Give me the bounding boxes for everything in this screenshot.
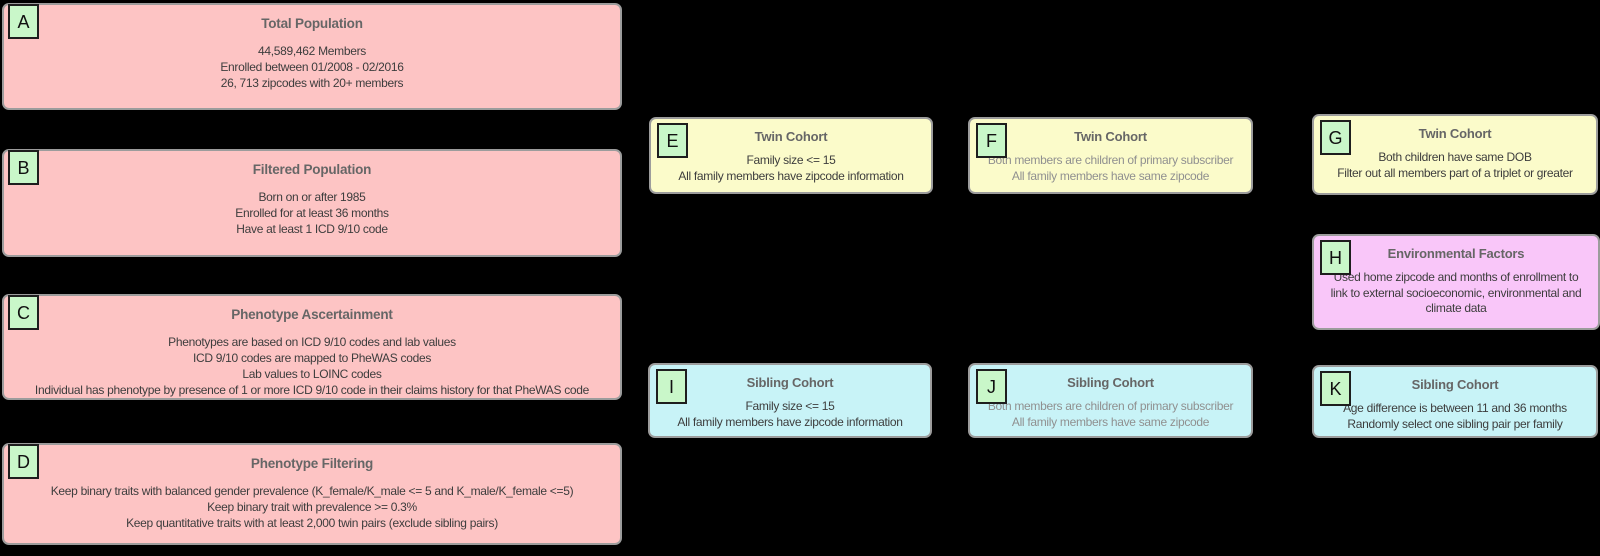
node-body: Both members are children of primary sub… [987,399,1234,430]
node-body-line: Both members are children of primary sub… [987,153,1234,167]
node-body-line: Individual has phenotype by presence of … [34,383,590,397]
node-body-line: Enrolled between 01/2008 - 02/2016 [220,60,404,74]
node-body: Phenotypes are based on ICD 9/10 codes a… [35,334,589,398]
node-letter-badge: F [976,123,1007,158]
node-body-line: Keep binary trait with prevalence >= 0.3… [207,500,417,514]
node-body-line: Phenotypes are based on ICD 9/10 codes a… [168,335,456,349]
node-body-line: Age difference is between 11 and 36 mont… [1343,401,1567,415]
node-body: Used home zipcode and months of enrollme… [1331,270,1582,317]
node-title: Twin Cohort [1418,126,1492,141]
node-title: Sibling Cohort [1411,377,1499,392]
node-title: Filtered Population [252,162,372,177]
node-title: Sibling Cohort [746,375,834,390]
node-body-line: All family members have zipcode informat… [677,414,903,429]
node-title: Twin Cohort [1074,129,1147,144]
node-letter-badge: G [1320,120,1351,155]
node-letter-badge: J [976,369,1007,404]
node-body-line: Born on or after 1985 [258,190,366,204]
node-body-line: Family size <= 15 [745,399,835,413]
node-body-line: All family members have same zipcode [1011,414,1210,429]
node-body-line: ICD 9/10 codes are mapped to PheWAS code… [192,351,432,365]
node-letter-badge: I [656,369,687,404]
node-body-line: Lab values to LOINC codes [242,367,382,381]
node-body-line: All family members have same zipcode [1011,168,1210,183]
node-letter-badge: C [8,295,39,330]
node-body-line: climate data [1425,301,1487,315]
node-body: Both members are children of primary sub… [987,153,1234,184]
node-body-line: 44,589,462 Members [257,44,366,58]
node-title: Phenotype Filtering [250,456,374,471]
node-body-line: link to external socioeconomic, environm… [1330,285,1582,300]
node-body-line: Both members are children of primary sub… [987,399,1234,413]
node-title: Twin Cohort [754,129,828,144]
node-letter-badge: H [1320,240,1351,275]
node-body-line: Both children have same DOB [1378,150,1532,164]
node-body-line: Have at least 1 ICD 9/10 code [236,222,388,236]
node-letter-badge: E [657,123,688,158]
node-letter-badge: B [8,150,39,185]
node-body-line: Family size <= 15 [746,153,836,167]
node-body: Keep binary traits with balanced gender … [51,483,574,531]
node-title: Phenotype Ascertainment [231,307,393,322]
node-title: Environmental Factors [1387,246,1525,261]
node-body-line: Keep quantitative traits with at least 2… [126,516,498,530]
node-body-line: Used home zipcode and months of enrollme… [1333,270,1579,284]
node-title: Total Population [261,16,363,31]
node-body-line: Enrolled for at least 36 months [235,206,389,220]
node-body-line: 26, 713 zipcodes with 20+ members [220,76,404,90]
node-title: Sibling Cohort [1067,375,1154,390]
node-letter-badge: D [8,444,39,479]
node-body-line: Keep binary traits with balanced gender … [50,484,574,498]
node-body-line: Filter out all members part of a triplet… [1337,165,1573,180]
node-letter-badge: K [1320,371,1351,406]
node-letter-badge: A [8,4,39,39]
node-body: Age difference is between 11 and 36 mont… [1343,401,1567,432]
node-body-line: All family members have zipcode informat… [678,168,904,183]
node-body-line: Randomly select one sibling pair per fam… [1347,416,1563,431]
